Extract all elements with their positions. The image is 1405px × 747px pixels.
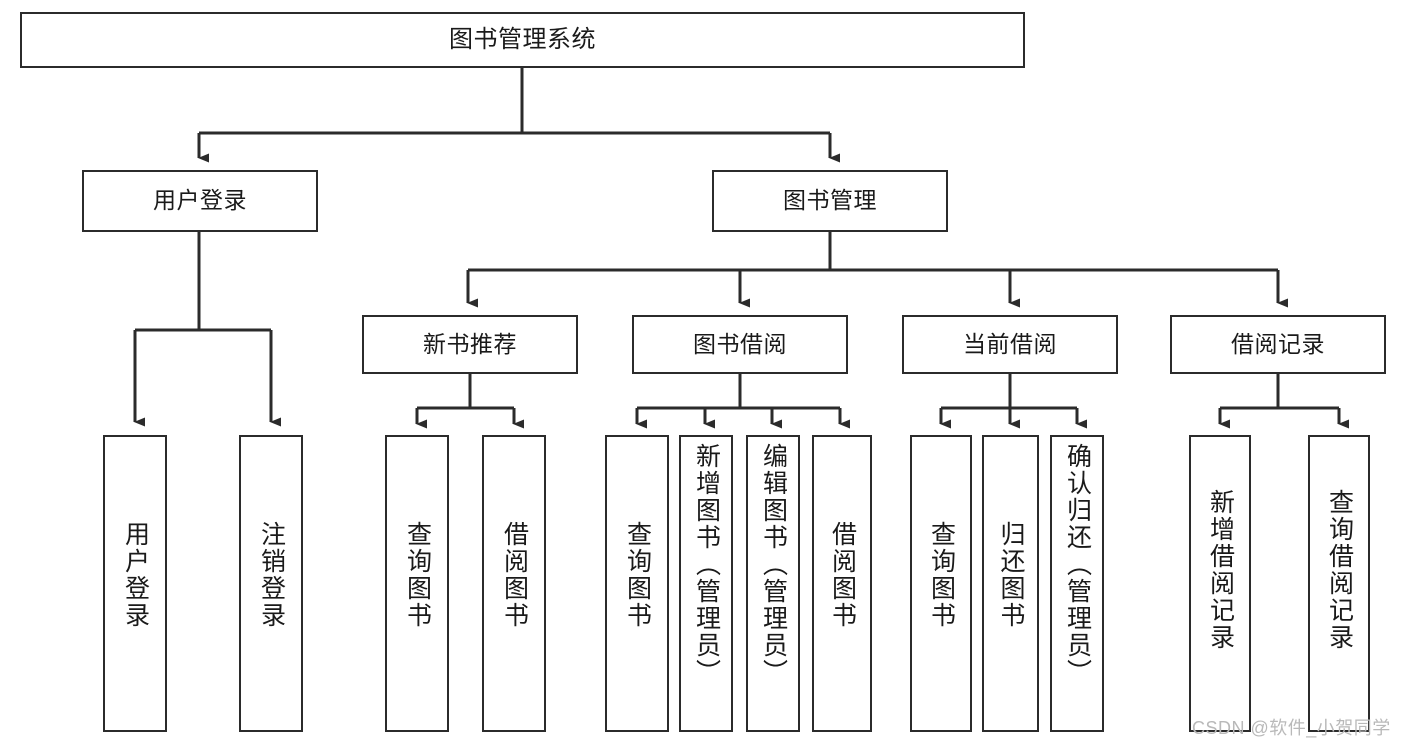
leaf-user-login[interactable]: 用户登录 [103, 435, 167, 732]
node-label: 借阅图书 [500, 521, 529, 629]
node-label: 图书借阅 [693, 330, 787, 357]
node-label: 当前借阅 [963, 330, 1057, 357]
leaf-query-borrow-record[interactable]: 查询借阅记录 [1308, 435, 1370, 732]
leaf-query-book-recommend[interactable]: 查询图书 [385, 435, 449, 732]
node-label: 确认归还（管理员） [1063, 443, 1092, 686]
node-label: 用户登录 [121, 521, 150, 629]
node-current-borrow[interactable]: 当前借阅 [902, 315, 1118, 374]
node-user-login[interactable]: 用户登录 [82, 170, 318, 232]
csdn-watermark: CSDN @软件_小贺同学 [1192, 718, 1391, 738]
node-label: 注销登录 [257, 521, 286, 629]
node-label: 新增借阅记录 [1206, 489, 1235, 651]
node-label: 图书管理 [783, 187, 877, 214]
leaf-borrow-book-recommend[interactable]: 借阅图书 [482, 435, 546, 732]
leaf-confirm-return-admin[interactable]: 确认归还（管理员） [1050, 435, 1104, 732]
leaf-query-book-current[interactable]: 查询图书 [910, 435, 972, 732]
node-book-manage[interactable]: 图书管理 [712, 170, 948, 232]
node-label: 查询图书 [403, 521, 432, 629]
node-label: 编辑图书（管理员） [759, 443, 788, 686]
node-label: 用户登录 [153, 187, 247, 214]
node-borrow-record[interactable]: 借阅记录 [1170, 315, 1386, 374]
leaf-add-borrow-record[interactable]: 新增借阅记录 [1189, 435, 1251, 732]
node-label: 借阅记录 [1231, 330, 1325, 357]
leaf-add-book-admin[interactable]: 新增图书（管理员） [679, 435, 733, 732]
node-book-borrow[interactable]: 图书借阅 [632, 315, 848, 374]
node-label: 新增图书（管理员） [692, 443, 721, 686]
node-label: 查询图书 [927, 521, 956, 629]
node-new-book-recommend[interactable]: 新书推荐 [362, 315, 578, 374]
node-label: 查询图书 [623, 521, 652, 629]
node-root-system[interactable]: 图书管理系统 [20, 12, 1025, 68]
leaf-borrow-book-borrow[interactable]: 借阅图书 [812, 435, 872, 732]
leaf-edit-book-admin[interactable]: 编辑图书（管理员） [746, 435, 800, 732]
leaf-query-book-borrow[interactable]: 查询图书 [605, 435, 669, 732]
node-label: 借阅图书 [828, 521, 857, 629]
node-label: 新书推荐 [423, 330, 517, 357]
leaf-return-book[interactable]: 归还图书 [982, 435, 1039, 732]
node-label: 查询借阅记录 [1325, 489, 1354, 651]
node-label: 图书管理系统 [449, 25, 596, 53]
node-label: 归还图书 [997, 521, 1025, 629]
leaf-user-logout[interactable]: 注销登录 [239, 435, 303, 732]
